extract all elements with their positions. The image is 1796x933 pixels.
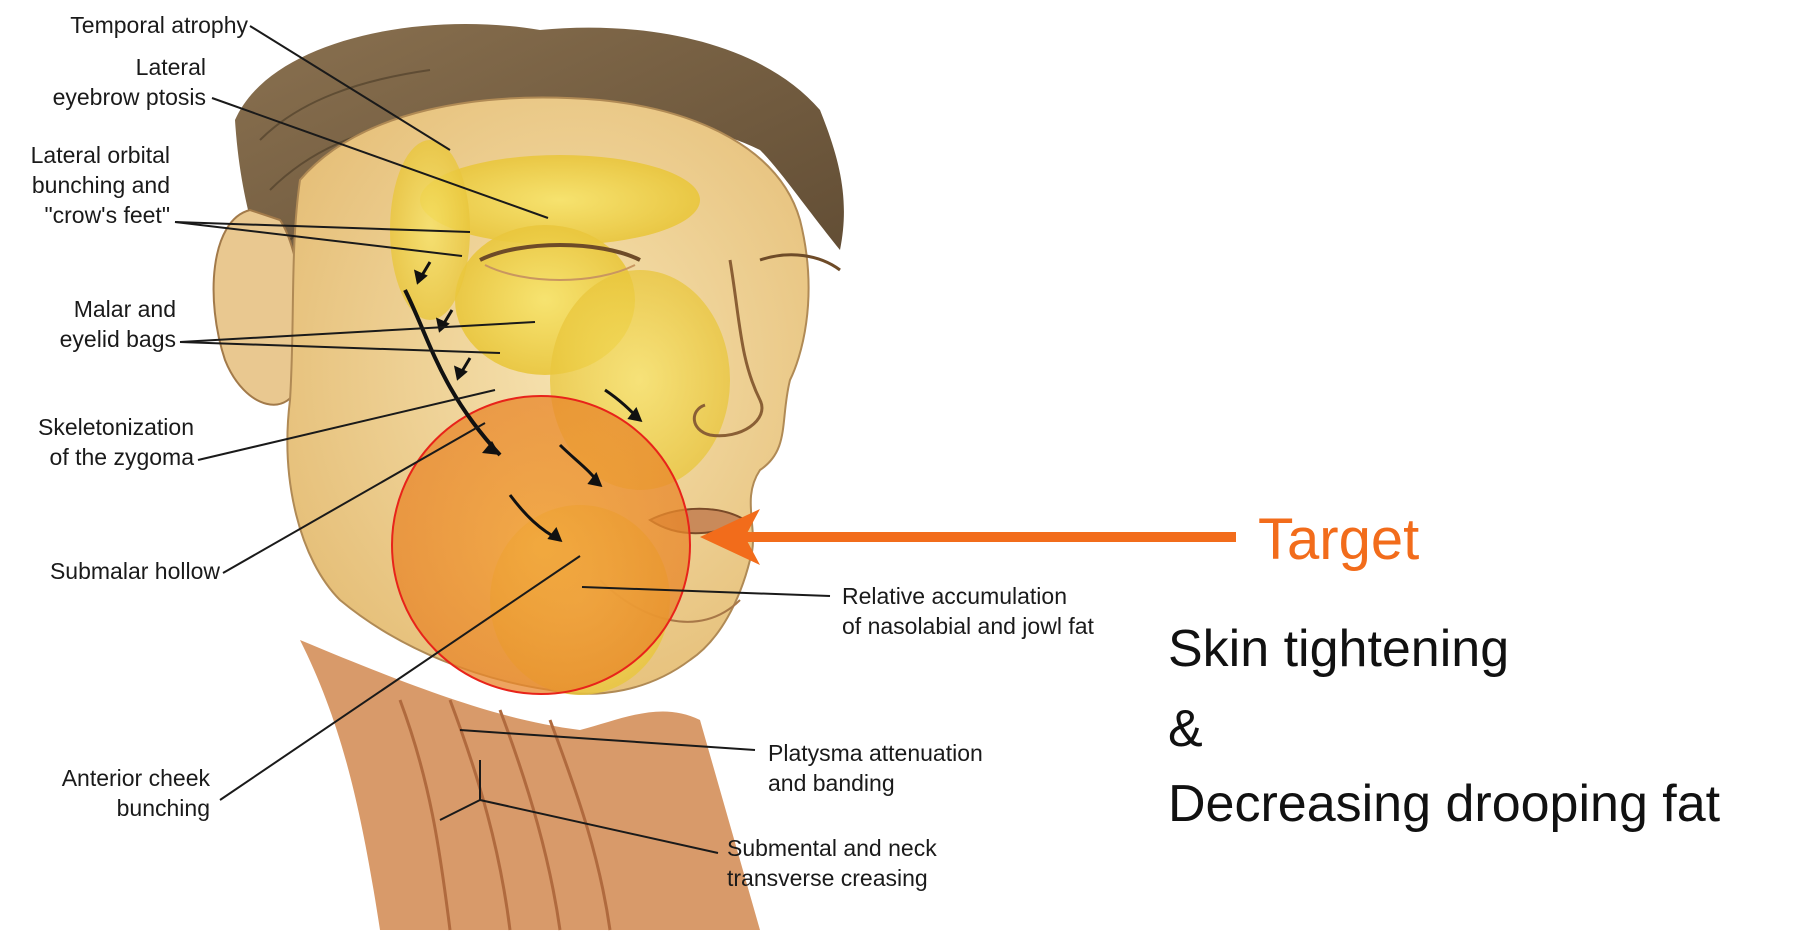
label-platysma: Platysma attenuation and banding (768, 738, 983, 798)
target-label: Target (1258, 505, 1419, 575)
label-malar-eyelid-bags: Malar and eyelid bags (20, 294, 176, 354)
label-relative-accumulation: Relative accumulation of nasolabial and … (842, 581, 1094, 641)
callout-line-decreasing-fat: Decreasing drooping fat (1168, 772, 1720, 836)
label-lateral-orbital-bunching: Lateral orbital bunching and "crow's fee… (0, 140, 170, 230)
target-circle (392, 396, 690, 694)
label-submalar-hollow: Submalar hollow (0, 556, 220, 586)
label-lateral-eyebrow-ptosis: Lateral eyebrow ptosis (20, 52, 206, 112)
callout-line-skin-tightening: Skin tightening (1168, 617, 1509, 681)
label-temporal-atrophy: Temporal atrophy (20, 10, 248, 40)
label-anterior-cheek-bunching: Anterior cheek bunching (0, 763, 210, 823)
label-skeletonization-zygoma: Skeletonization of the zygoma (0, 412, 194, 472)
label-submental-neck: Submental and neck transverse creasing (727, 833, 937, 893)
callout-line-ampersand: & (1168, 697, 1203, 761)
